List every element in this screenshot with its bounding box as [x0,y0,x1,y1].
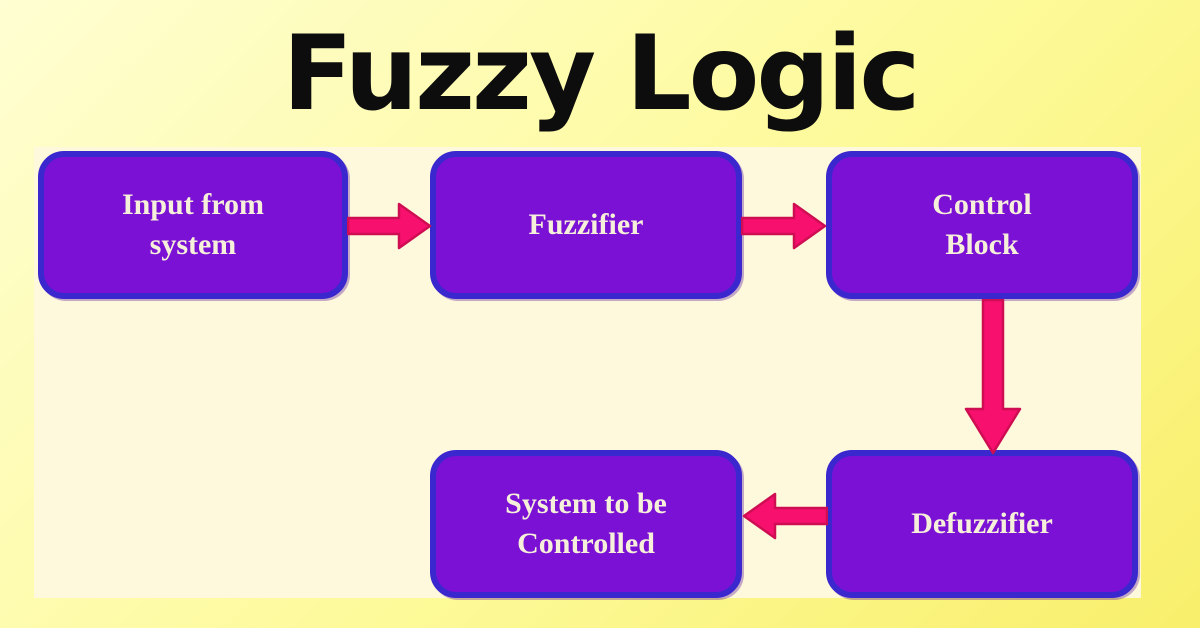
arrow-right-icon-input-to-fuzzifier [347,202,432,250]
node-control-block: Control Block [826,151,1138,299]
arrow-right-icon-fuzzifier-to-control-block [741,202,827,250]
node-defuzzifier: Defuzzifier [826,450,1138,598]
page-title: Fuzzy Logic [282,14,921,134]
node-input-from-system: Input from system [38,151,348,299]
node-system-to-be-controlled: System to be Controlled [430,450,742,598]
node-fuzzifier: Fuzzifier [430,151,742,299]
arrow-left-icon-defuzzifier-to-system [742,492,828,540]
arrow-down-icon-control-block-to-defuzzifier [964,299,1022,455]
